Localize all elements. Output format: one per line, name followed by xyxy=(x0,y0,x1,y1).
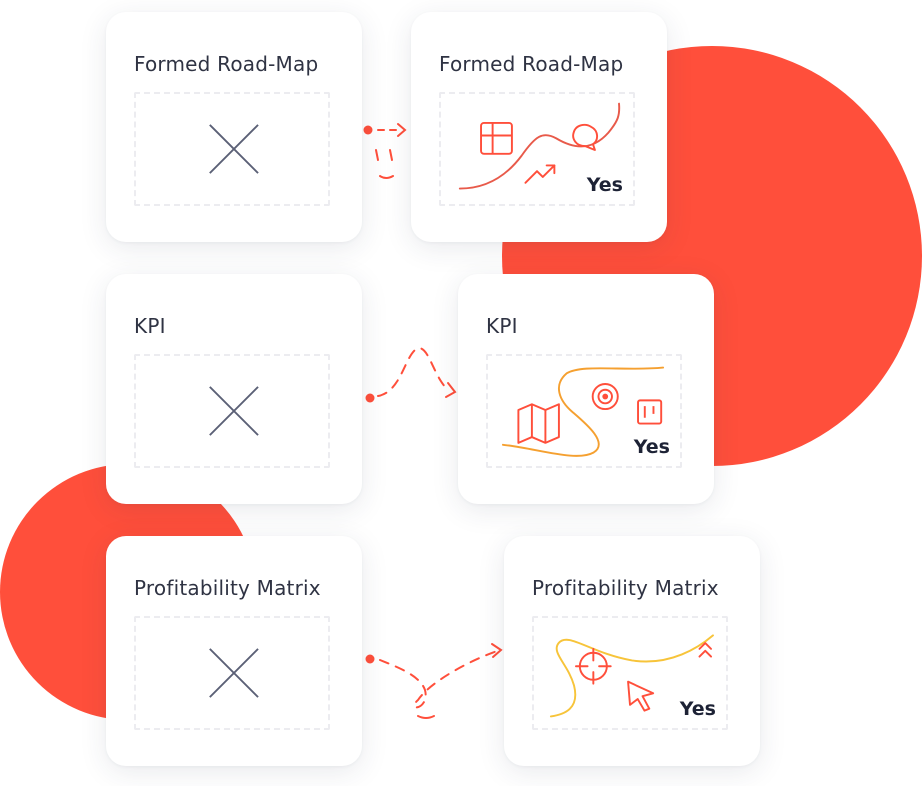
map-icon xyxy=(517,403,560,444)
yes-badge: Yes xyxy=(586,174,623,196)
connector-arrow-2 xyxy=(377,347,449,397)
card-title: Formed Road-Map xyxy=(134,52,319,76)
chat-bubble-icon xyxy=(572,123,599,151)
curve-line xyxy=(501,366,665,457)
trend-up-icon xyxy=(524,164,556,184)
x-mark-icon xyxy=(209,648,259,698)
yes-badge: Yes xyxy=(633,436,670,458)
crosshair-icon xyxy=(574,647,612,685)
table-icon xyxy=(480,121,513,155)
card-before-profitability: Profitability Matrix xyxy=(106,536,362,766)
double-chevron-up-icon xyxy=(698,642,713,658)
card-before-kpi: KPI xyxy=(106,274,362,504)
cursor-arrow-icon xyxy=(627,680,655,712)
yes-badge: Yes xyxy=(679,698,716,720)
card-after-kpi: KPI Yes xyxy=(458,274,714,504)
card-title: Formed Road-Map xyxy=(439,52,624,76)
connector-dot-2 xyxy=(365,393,375,403)
card-title: KPI xyxy=(134,314,166,338)
card-title: Profitability Matrix xyxy=(532,576,719,600)
target-icon xyxy=(591,383,619,411)
curve-line xyxy=(458,102,621,190)
kanban-icon xyxy=(637,399,663,425)
connector-arrow-1 xyxy=(363,123,407,179)
illustration-frame: Yes xyxy=(486,354,682,468)
card-before-roadmap: Formed Road-Map xyxy=(106,12,362,242)
kpi-illustration xyxy=(501,366,665,457)
card-title: Profitability Matrix xyxy=(134,576,321,600)
x-mark-icon xyxy=(209,124,259,174)
illustration-frame: Yes xyxy=(439,92,635,206)
x-mark-icon xyxy=(209,386,259,436)
card-title: KPI xyxy=(486,314,518,338)
placeholder-frame xyxy=(134,92,330,206)
card-after-roadmap: Formed Road-Map Yes xyxy=(411,12,667,242)
illustration-frame: Yes xyxy=(532,616,728,730)
placeholder-frame xyxy=(134,616,330,730)
profitability-illustration xyxy=(549,634,714,718)
roadmap-illustration xyxy=(458,102,621,190)
connector-arrow-3 xyxy=(365,643,503,719)
card-after-profitability: Profitability Matrix Yes xyxy=(504,536,760,766)
placeholder-frame xyxy=(134,354,330,468)
curve-line xyxy=(549,634,714,718)
